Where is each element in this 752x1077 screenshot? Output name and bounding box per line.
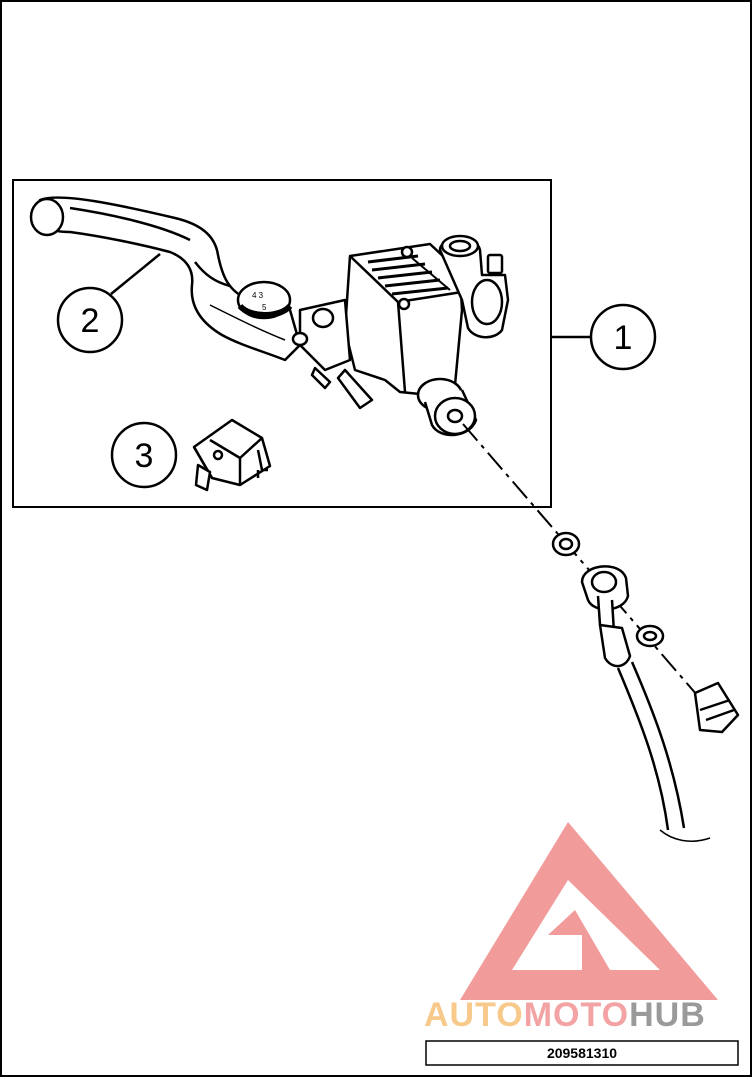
- watermark-part-moto: MOTO: [524, 996, 629, 1034]
- watermark-part-hub: HUB: [629, 996, 706, 1034]
- callout-1-label: 1: [614, 319, 633, 357]
- hose-fittings: [551, 531, 740, 734]
- callout-2-label: 2: [81, 302, 100, 340]
- watermark-text: AUTOMOTOHUB: [424, 996, 706, 1034]
- callout-3-label: 3: [135, 437, 154, 475]
- handbrake-cylinder: [291, 234, 510, 437]
- watermark-logo: [460, 822, 718, 1000]
- brake-lever: [29, 196, 302, 362]
- brake-hose: [616, 661, 711, 842]
- brake-light-switch: [192, 418, 272, 492]
- svg-text:5: 5: [262, 303, 267, 312]
- watermark-part-auto: AUTO: [424, 996, 524, 1034]
- callout-3: 3: [110, 421, 178, 489]
- banjo-bolt-icon: [693, 681, 740, 734]
- reference-number-box: [425, 1040, 739, 1066]
- svg-text:4 3: 4 3: [252, 291, 264, 300]
- callout-2-leader: [110, 253, 161, 295]
- reference-number: 209581310: [547, 1045, 617, 1061]
- watermark-triangle-icon: [460, 822, 718, 1000]
- adjuster-dial-icon: 4 3 5: [236, 280, 293, 320]
- assembly-box: [12, 179, 552, 508]
- callout-1: 1: [589, 303, 657, 371]
- callout-2: 2: [56, 286, 124, 354]
